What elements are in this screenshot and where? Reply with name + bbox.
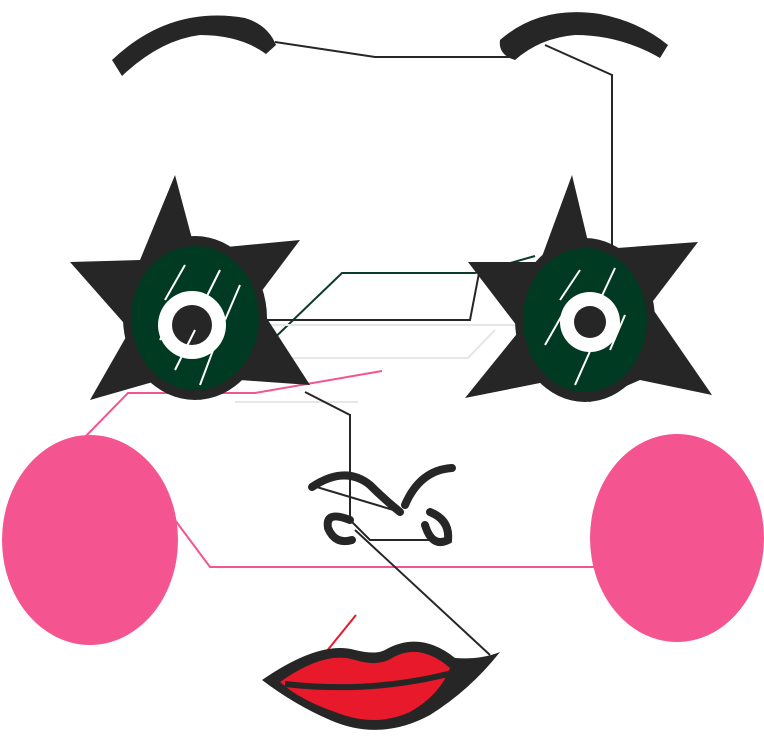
lips: [262, 641, 500, 730]
left-eye: [70, 175, 310, 400]
thread-nose-top: [309, 484, 401, 513]
right-eye: [465, 175, 712, 402]
thread-brow-right: [544, 44, 613, 245]
right-eyebrow: [499, 12, 668, 61]
thread-eyes: [205, 267, 481, 321]
nose: [308, 464, 456, 547]
left-eyebrow: [112, 15, 276, 76]
left-cheek: [2, 435, 178, 645]
left-pupil: [172, 305, 212, 345]
right-cheek: [590, 434, 764, 642]
thread-pink-cheeks: [174, 519, 595, 568]
right-pupil: [574, 306, 606, 338]
thread-nose-lips: [354, 529, 491, 656]
thread-gray-2: [220, 329, 496, 359]
thread-brows: [274, 41, 510, 58]
